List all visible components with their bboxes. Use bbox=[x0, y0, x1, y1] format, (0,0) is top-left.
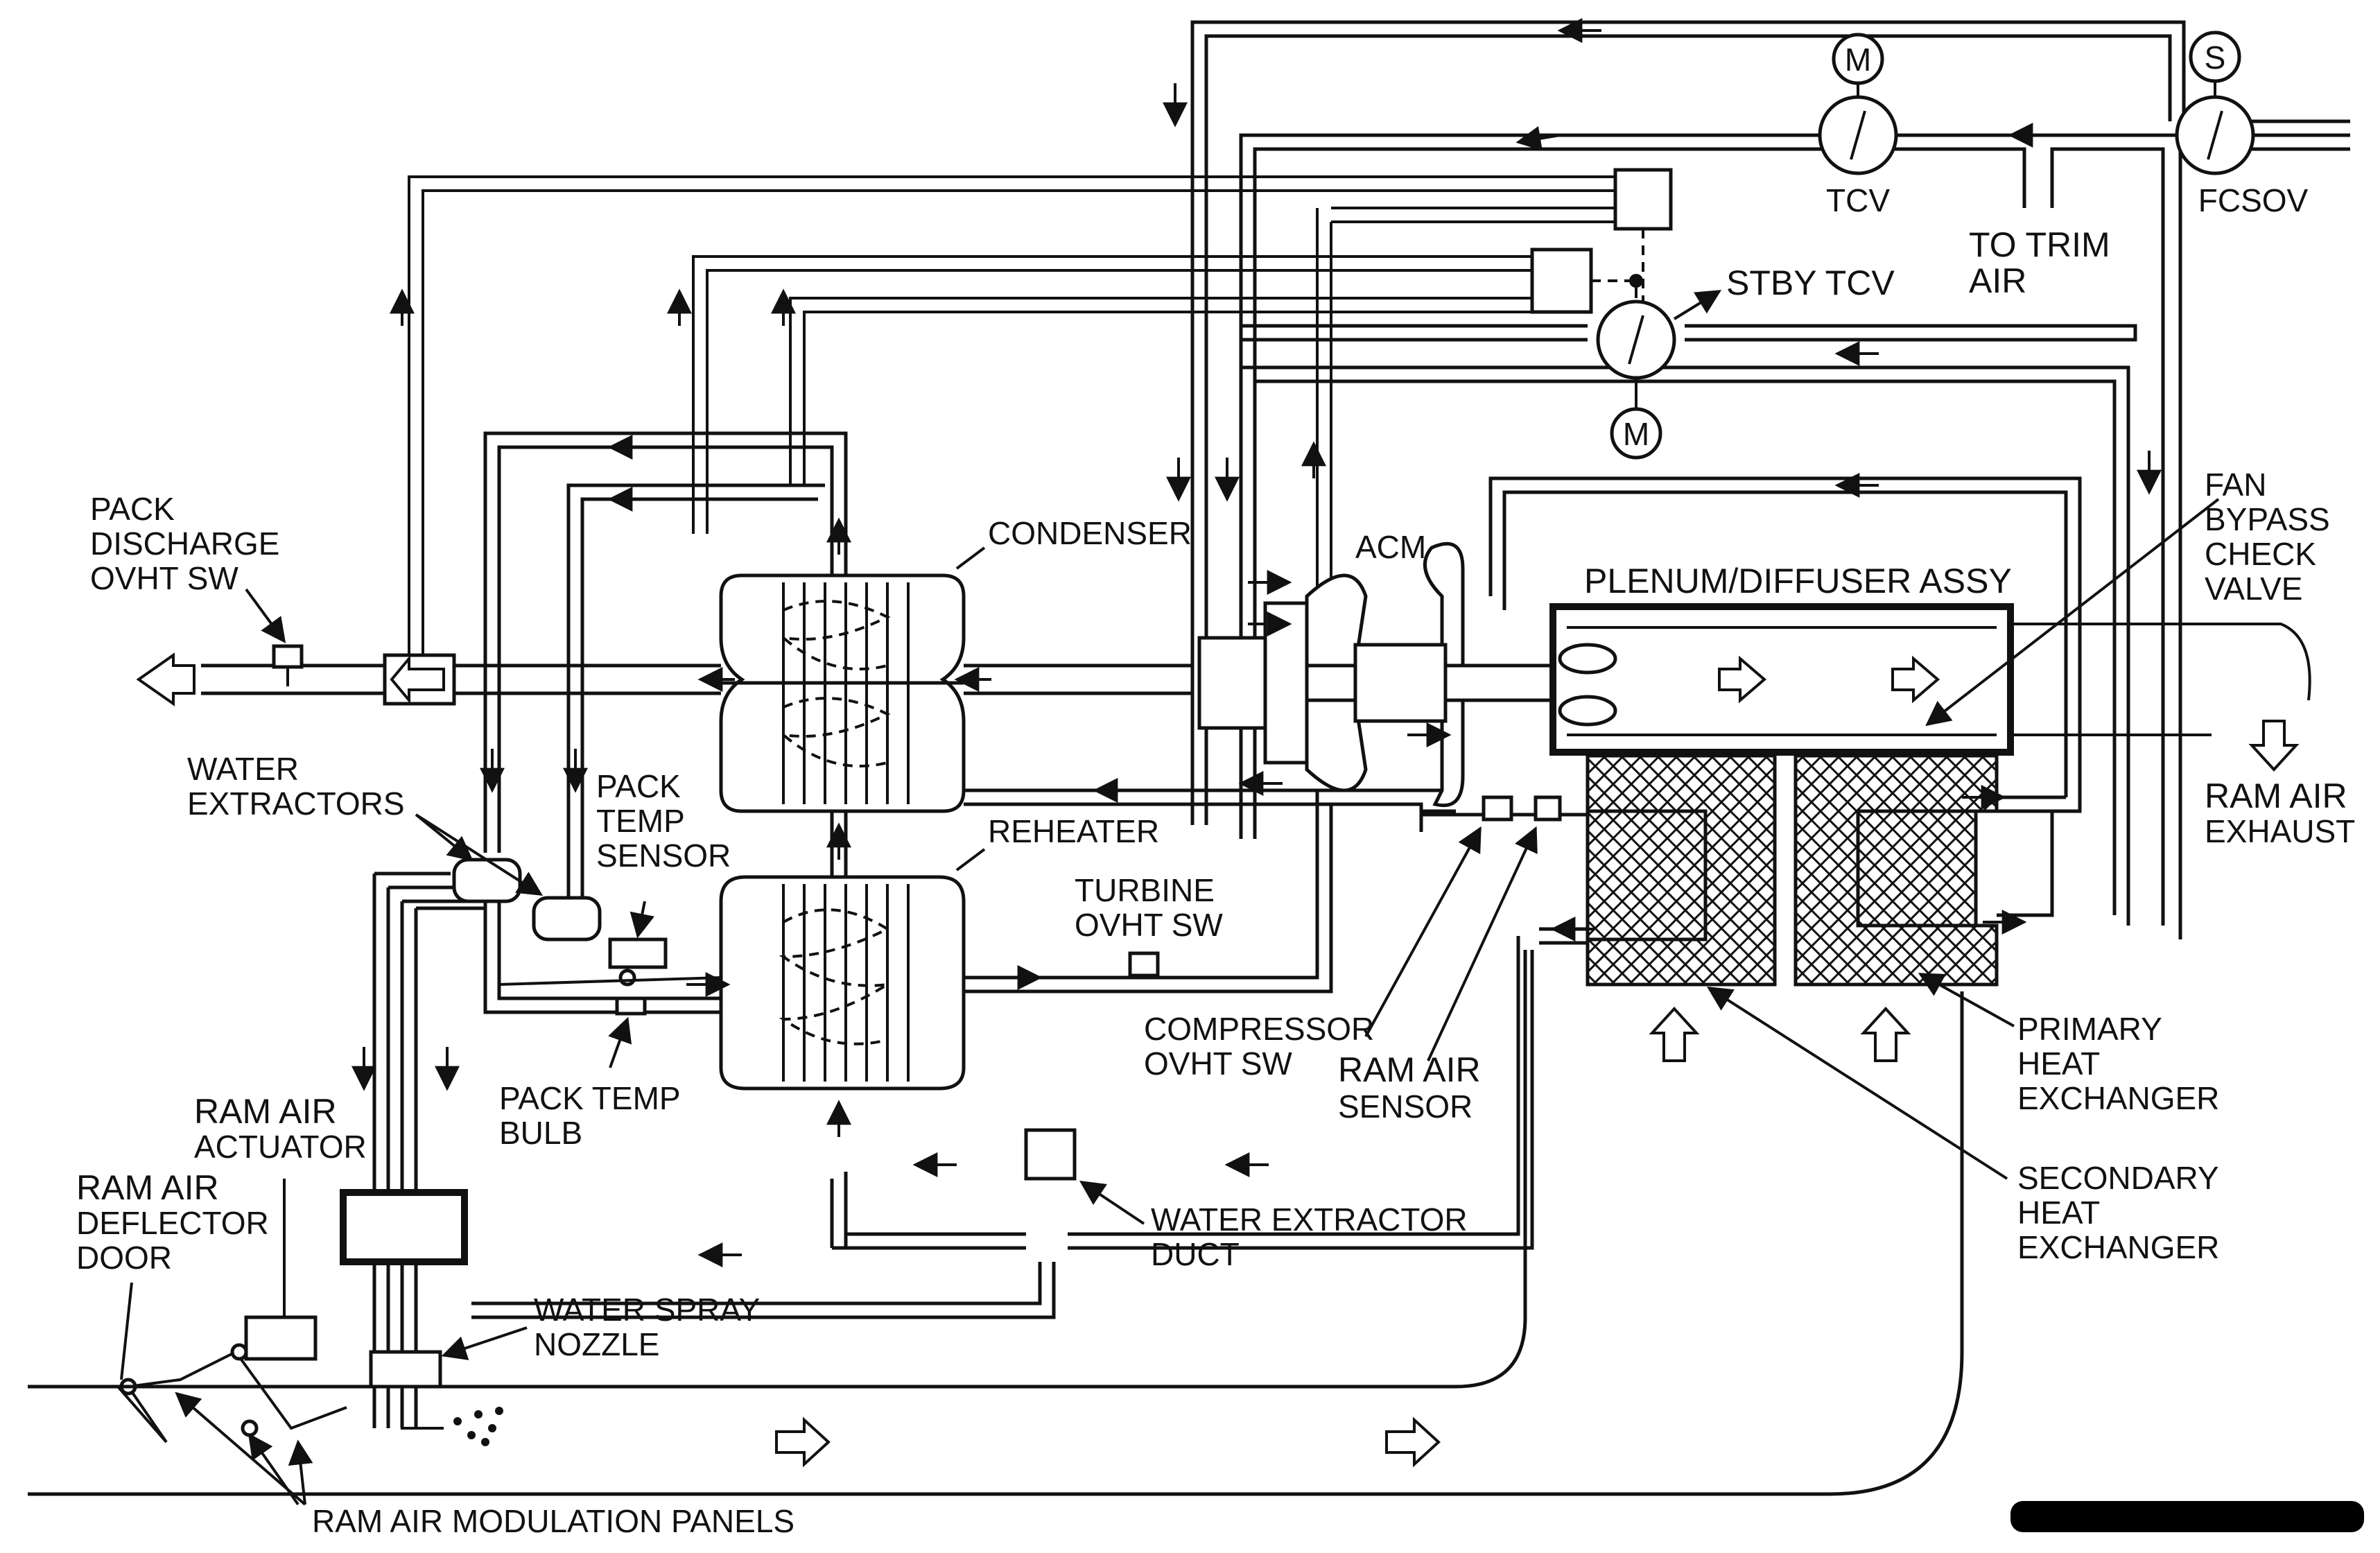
svg-text:VALVE: VALVE bbox=[2205, 571, 2302, 607]
svg-text:ACTUATOR: ACTUATOR bbox=[194, 1129, 367, 1165]
pack-temp-sensor: PACK TEMP SENSOR bbox=[498, 768, 731, 986]
condenser: CONDENSER bbox=[719, 515, 1192, 813]
svg-text:NOZZLE: NOZZLE bbox=[534, 1326, 659, 1362]
svg-text:AIR: AIR bbox=[1969, 261, 2026, 300]
stby-tcv-controls: M STBY TCV bbox=[1530, 168, 1895, 460]
discharge-outlet bbox=[136, 652, 456, 706]
flow-arrows bbox=[351, 18, 2162, 1267]
svg-text:OVHT SW: OVHT SW bbox=[1075, 907, 1223, 943]
svg-text:OVHT SW: OVHT SW bbox=[90, 560, 238, 596]
tcv-valve: M TCV bbox=[1818, 33, 1898, 218]
svg-text:PRIMARY: PRIMARY bbox=[2017, 1011, 2162, 1047]
stby-tcv-motor-symbol: M bbox=[1623, 416, 1649, 452]
primary-heat-exchanger bbox=[1793, 754, 1999, 987]
svg-text:SENSOR: SENSOR bbox=[596, 838, 731, 874]
svg-text:RAM AIR MODULATION PANELS: RAM AIR MODULATION PANELS bbox=[312, 1503, 794, 1539]
ram-air-exhaust: RAM AIR EXHAUST bbox=[2205, 720, 2355, 849]
ram-air-actuator: RAM AIR ACTUATOR bbox=[194, 1092, 468, 1361]
svg-text:HEAT: HEAT bbox=[2017, 1195, 2100, 1231]
ram-air-sensor: RAM AIR SENSOR bbox=[1338, 795, 1562, 1125]
heat-exchanger-labels: PRIMARY HEAT EXCHANGER SECONDARY HEAT EX… bbox=[1706, 973, 2219, 1265]
redacted-area bbox=[2010, 1501, 2364, 1532]
fan-bypass-check-valve: FAN BYPASS CHECK VALVE bbox=[1925, 467, 2330, 727]
turbine-ovht-sw: TURBINE OVHT SW bbox=[1075, 872, 1223, 978]
svg-text:RAM AIR: RAM AIR bbox=[194, 1092, 337, 1131]
svg-text:WATER SPRAY: WATER SPRAY bbox=[534, 1292, 760, 1328]
svg-text:WATER: WATER bbox=[187, 751, 299, 787]
control-lines bbox=[408, 175, 1615, 666]
acm: ACM bbox=[1197, 529, 1553, 807]
pack-discharge-ovht-sw: PACK DISCHARGE OVHT SW bbox=[90, 491, 304, 686]
secondary-heat-exchanger bbox=[1586, 754, 1777, 987]
svg-text:WATER EXTRACTOR: WATER EXTRACTOR bbox=[1151, 1201, 1468, 1238]
ram-air-modulation-panels: RAM AIR MODULATION PANELS bbox=[175, 1391, 794, 1539]
tcv-motor-symbol: M bbox=[1845, 42, 1871, 78]
ram-air-deflector-door: RAM AIR DEFLECTOR DOOR bbox=[76, 1168, 347, 1443]
svg-text:CHECK: CHECK bbox=[2205, 536, 2316, 572]
fcsov-valve: S FCSOV bbox=[2175, 31, 2309, 218]
stby-tcv-label: STBY TCV bbox=[1726, 263, 1895, 302]
compressor-ovht-sw: COMPRESSOR OVHT SW bbox=[1144, 795, 1513, 1082]
heat-exchanger-ducts bbox=[1539, 795, 2066, 1062]
svg-text:RAM AIR: RAM AIR bbox=[2205, 776, 2347, 815]
svg-text:PACK: PACK bbox=[596, 768, 681, 804]
svg-text:RAM AIR: RAM AIR bbox=[1338, 1050, 1481, 1089]
svg-text:PACK TEMP: PACK TEMP bbox=[499, 1080, 681, 1116]
svg-text:DISCHARGE: DISCHARGE bbox=[90, 526, 279, 562]
svg-text:TEMP: TEMP bbox=[596, 803, 685, 839]
tcv-label: TCV bbox=[1826, 182, 1890, 218]
plenum-diffuser-assy: PLENUM/DIFFUSER ASSY bbox=[1488, 476, 2311, 813]
water-extractor-duct: WATER EXTRACTOR DUCT bbox=[1024, 1128, 1468, 1272]
svg-text:SENSOR: SENSOR bbox=[1338, 1088, 1473, 1125]
svg-text:EXHAUST: EXHAUST bbox=[2205, 813, 2355, 849]
reheater-label: REHEATER bbox=[988, 813, 1159, 849]
water-spray-nozzle: WATER SPRAY NOZZLE bbox=[369, 1292, 760, 1446]
fcsov-solenoid-symbol: S bbox=[2205, 40, 2226, 76]
svg-text:RAM AIR: RAM AIR bbox=[76, 1168, 219, 1207]
pack-temp-bulb: PACK TEMP BULB bbox=[499, 996, 681, 1151]
acm-label: ACM bbox=[1355, 529, 1426, 565]
to-trim-air-label: TO TRIM AIR bbox=[1969, 225, 2110, 300]
svg-text:HEAT: HEAT bbox=[2017, 1046, 2100, 1082]
svg-text:DUCT: DUCT bbox=[1151, 1236, 1240, 1272]
plenum-label: PLENUM/DIFFUSER ASSY bbox=[1584, 562, 2012, 600]
svg-text:BYPASS: BYPASS bbox=[2205, 501, 2330, 537]
svg-text:TURBINE: TURBINE bbox=[1075, 872, 1215, 908]
svg-text:BULB: BULB bbox=[499, 1115, 582, 1151]
svg-text:OVHT SW: OVHT SW bbox=[1144, 1046, 1292, 1082]
svg-text:EXCHANGER: EXCHANGER bbox=[2017, 1229, 2219, 1265]
water-extractors: WATER EXTRACTORS bbox=[187, 751, 668, 987]
svg-text:EXTRACTORS: EXTRACTORS bbox=[187, 786, 405, 822]
svg-text:SECONDARY: SECONDARY bbox=[2017, 1160, 2219, 1196]
svg-text:DEFLECTOR: DEFLECTOR bbox=[76, 1205, 269, 1241]
fcsov-label: FCSOV bbox=[2198, 182, 2309, 218]
svg-text:EXCHANGER: EXCHANGER bbox=[2017, 1080, 2219, 1116]
svg-text:PACK: PACK bbox=[90, 491, 175, 527]
svg-text:FAN: FAN bbox=[2205, 467, 2266, 503]
svg-text:DOOR: DOOR bbox=[76, 1240, 172, 1276]
svg-text:COMPRESSOR: COMPRESSOR bbox=[1144, 1011, 1374, 1047]
ram-air-duct bbox=[28, 950, 1964, 1496]
top-bleed-ducts bbox=[1190, 20, 2350, 939]
svg-text:TO TRIM: TO TRIM bbox=[1969, 225, 2110, 264]
condenser-label: CONDENSER bbox=[988, 515, 1192, 551]
